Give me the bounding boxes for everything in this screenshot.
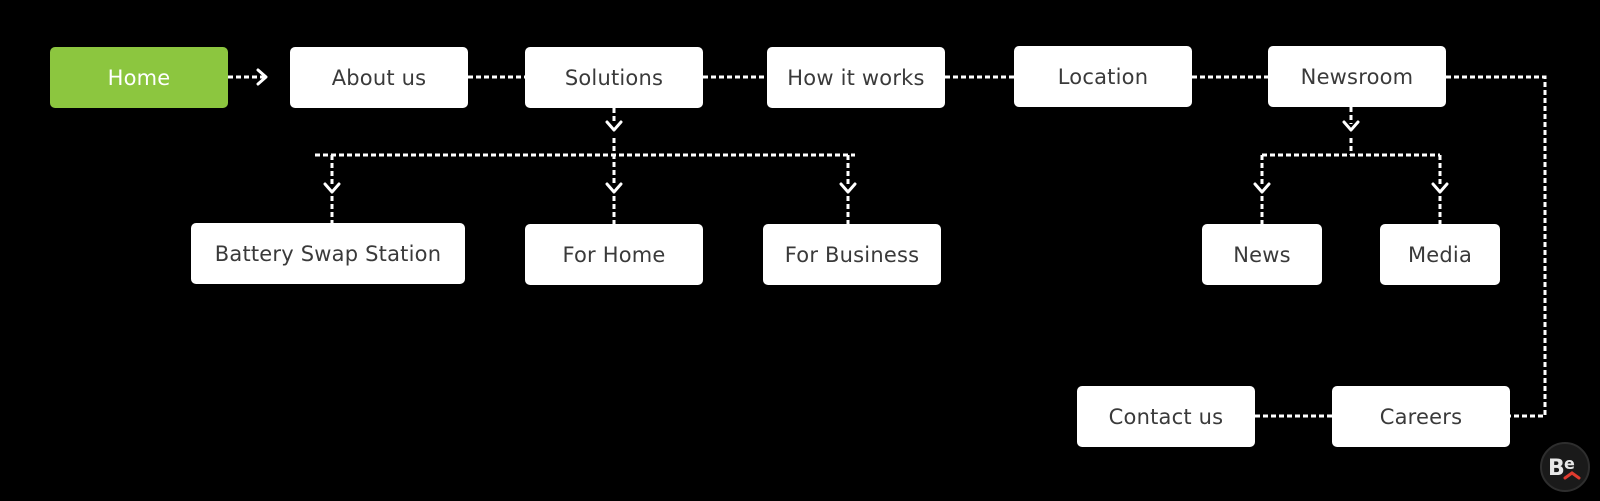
behance-logo-icon: B e bbox=[1540, 442, 1590, 492]
arrow-head-solutions-down bbox=[605, 120, 623, 132]
node-for-business[interactable]: For Business bbox=[763, 224, 941, 285]
arrow-head-newsroom-down bbox=[1342, 120, 1360, 132]
arrow-head-news bbox=[1253, 182, 1271, 194]
arrow-head-media bbox=[1431, 182, 1449, 194]
node-contact-us[interactable]: Contact us bbox=[1077, 386, 1255, 447]
node-newsroom[interactable]: Newsroom bbox=[1268, 46, 1446, 107]
arrow-head-forhome bbox=[605, 182, 623, 194]
svg-text:B: B bbox=[1548, 456, 1565, 481]
node-location[interactable]: Location bbox=[1014, 46, 1192, 107]
svg-text:e: e bbox=[1564, 454, 1575, 473]
arrow-head-battery bbox=[323, 182, 341, 194]
arrow-head-forbiz bbox=[839, 182, 857, 194]
node-about-us[interactable]: About us bbox=[290, 47, 468, 108]
node-how-it-works[interactable]: How it works bbox=[767, 47, 945, 108]
arrow-head-about bbox=[256, 68, 268, 86]
node-news[interactable]: News bbox=[1202, 224, 1322, 285]
node-for-home[interactable]: For Home bbox=[525, 224, 703, 285]
node-media[interactable]: Media bbox=[1380, 224, 1500, 285]
node-battery-swap-station[interactable]: Battery Swap Station bbox=[191, 223, 465, 284]
node-solutions[interactable]: Solutions bbox=[525, 47, 703, 108]
behance-logo-glyph: B e bbox=[1548, 454, 1581, 481]
node-careers[interactable]: Careers bbox=[1332, 386, 1510, 447]
node-home[interactable]: Home bbox=[50, 47, 228, 108]
